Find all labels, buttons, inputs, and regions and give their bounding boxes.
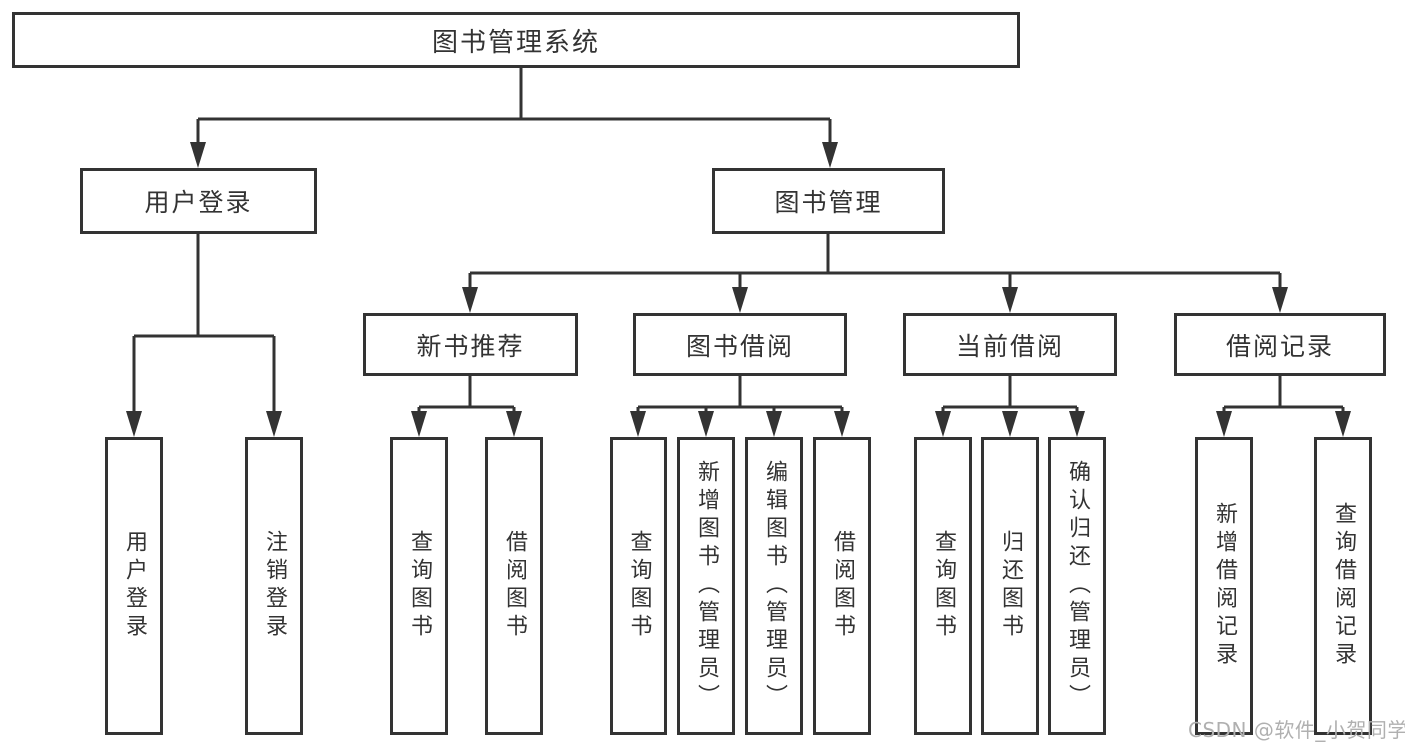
node-book-management-label: 图书管理 — [774, 188, 883, 217]
leaf-current-confirm-return-admin: 确认归还（管理员） — [1048, 437, 1106, 735]
leaf-user-login: 用户登录 — [105, 437, 163, 735]
leaf-newbook-borrow-book: 借阅图书 — [485, 437, 543, 735]
watermark: CSDN @软件_小贺同学 — [1188, 718, 1405, 742]
leaf-current-query-book: 查询图书 — [914, 437, 972, 735]
node-root-label: 图书管理系统 — [431, 27, 600, 58]
node-new-book-recommend-label: 新书推荐 — [416, 331, 525, 361]
leaf-record-add: 新增借阅记录 — [1195, 437, 1253, 735]
node-borrow-record-label: 借阅记录 — [1225, 331, 1334, 361]
node-user-login: 用户登录 — [80, 168, 317, 234]
leaf-current-return-book: 归还图书 — [981, 437, 1039, 735]
node-borrow-record: 借阅记录 — [1174, 313, 1386, 376]
leaf-record-query: 查询借阅记录 — [1314, 437, 1372, 735]
leaf-borrow-add-book-admin: 新增图书（管理员） — [677, 437, 735, 735]
node-current-borrow-label: 当前借阅 — [955, 331, 1064, 361]
node-current-borrow: 当前借阅 — [903, 313, 1117, 376]
node-book-management: 图书管理 — [712, 168, 945, 234]
node-root: 图书管理系统 — [12, 12, 1020, 68]
leaf-borrow-edit-book-admin: 编辑图书（管理员） — [745, 437, 803, 735]
node-book-borrow: 图书借阅 — [633, 313, 847, 376]
node-new-book-recommend: 新书推荐 — [363, 313, 578, 376]
leaf-newbook-query-book: 查询图书 — [390, 437, 448, 735]
node-book-borrow-label: 图书借阅 — [685, 331, 794, 361]
leaf-borrow-query-book: 查询图书 — [610, 437, 667, 735]
node-user-login-label: 用户登录 — [144, 188, 253, 217]
leaf-logout: 注销登录 — [245, 437, 303, 735]
leaf-borrow-borrow-book: 借阅图书 — [813, 437, 871, 735]
